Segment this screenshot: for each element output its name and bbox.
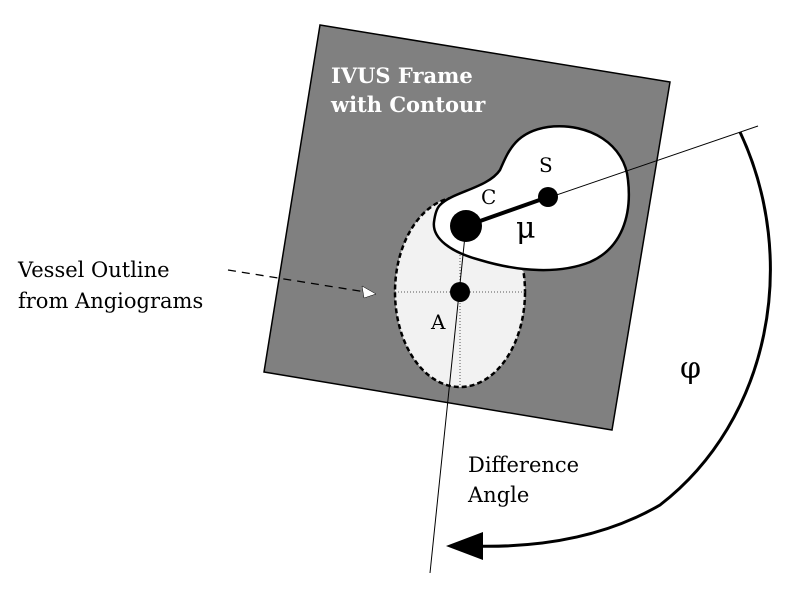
point-a	[450, 282, 470, 302]
ivus-contour	[432, 125, 630, 272]
vessel-label-line2: from Angiograms	[18, 289, 203, 313]
frame-title-line1: IVUS Frame	[331, 63, 473, 88]
difference-angle-arc	[469, 131, 772, 548]
point-c	[450, 210, 482, 242]
angle-label-line2: Angle	[467, 483, 529, 507]
point-s-label: S	[539, 153, 553, 177]
vessel-pointer-dashes	[227, 269, 373, 294]
phi-symbol: φ	[680, 351, 701, 386]
angle-label-line1: Difference	[468, 453, 579, 477]
point-a-label: A	[430, 310, 446, 334]
vessel-label-line1: Vessel Outline	[17, 258, 170, 282]
frame-title-line2: with Contour	[330, 92, 486, 117]
point-s	[538, 187, 558, 207]
vessel-pointer-arrowhead	[361, 285, 377, 299]
mu-symbol: μ	[516, 211, 536, 246]
difference-angle-arrowhead	[446, 532, 483, 560]
point-c-label: C	[481, 185, 496, 209]
